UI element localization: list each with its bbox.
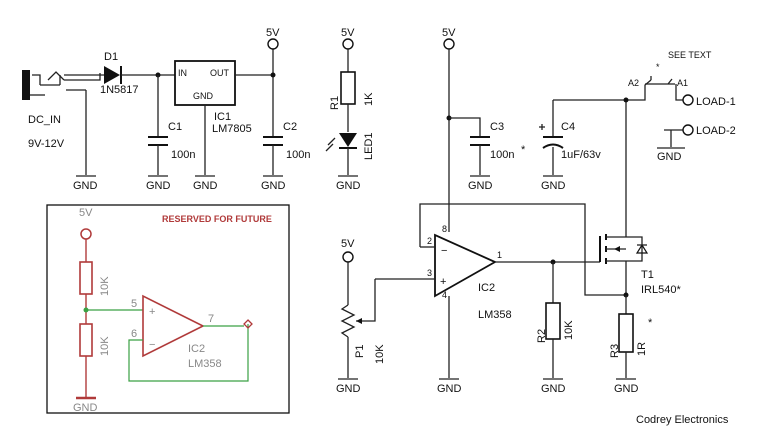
reserved-minus: −: [149, 339, 155, 351]
ic2-pin-2: 2: [427, 236, 432, 246]
supply-5v-label: 5V: [341, 27, 355, 39]
reserved-gnd-label: GND: [73, 402, 98, 414]
t1-part: IRL540*: [641, 284, 681, 296]
see-text-star: *: [656, 62, 660, 72]
load-terminals: [553, 76, 694, 232]
c2-val: 100n: [286, 149, 310, 161]
ic2-pin-3: 3: [427, 268, 432, 278]
c4-ref: C4: [561, 121, 575, 133]
c3-ref: C3: [490, 121, 504, 133]
gnd-label: GND: [336, 180, 361, 192]
supply-5v-label: 5V: [341, 238, 355, 250]
load1-label: LOAD-1: [696, 96, 736, 108]
r2-ref: R2: [536, 329, 548, 343]
a1-label: A1: [677, 78, 688, 88]
op-plus: +: [440, 276, 446, 288]
p1-val: 10K: [374, 344, 386, 364]
capacitor-c2: [263, 38, 283, 177]
capacitor-c1: [148, 75, 168, 177]
regulator-ic1: [174, 60, 273, 177]
gnd-label: GND: [657, 151, 682, 163]
gnd-label: GND: [193, 180, 218, 192]
c1-ref: C1: [168, 121, 182, 133]
supply-5v-label: 5V: [442, 27, 456, 39]
reserved-ic-part: LM358: [188, 358, 222, 370]
c3-note: *: [521, 144, 526, 156]
gnd-label: GND: [437, 383, 462, 395]
r3-val: 1R: [636, 342, 648, 356]
reserved-pin-5: 5: [131, 298, 137, 310]
potentiometer-p1: [338, 251, 376, 380]
reserved-pin-6: 6: [131, 328, 137, 340]
ic1-out-pin: OUT: [210, 68, 230, 78]
dc-in-label: DC_IN: [28, 114, 61, 126]
credit-label: Codrey Electronics: [636, 414, 729, 426]
resistor-r2: [543, 262, 563, 380]
ic2-pin-4: 4: [442, 290, 447, 300]
resistor-r1: [340, 38, 356, 132]
reserved-ic-ref: IC2: [188, 343, 205, 355]
r1-val: 1K: [363, 92, 375, 106]
ic2-pin-8: 8: [442, 224, 447, 234]
a2-label: A2: [628, 78, 639, 88]
ic1-gnd-pin: GND: [193, 91, 214, 101]
ic2-ref: IC2: [478, 282, 495, 294]
reserved-section: RESERVED FOR FUTURE: [46, 204, 290, 414]
ic2-part: LM358: [478, 309, 512, 321]
led1-ref: LED1: [363, 132, 375, 160]
reserved-r-top-val: 10K: [99, 276, 111, 296]
c4-val: 1uF/63v: [561, 149, 601, 161]
reserved-r-bot-val: 10K: [99, 336, 111, 356]
gnd-label: GND: [73, 180, 98, 192]
op-amp-supply: [443, 38, 490, 232]
gnd-label: GND: [336, 383, 361, 395]
d1-part: 1N5817: [100, 84, 139, 96]
c2-ref: C2: [283, 121, 297, 133]
r2-val: 10K: [563, 320, 575, 340]
r1-ref: R1: [329, 96, 341, 110]
resistor-r3: [616, 295, 636, 380]
op-amp-ic2: [375, 203, 626, 380]
reserved-5v-label: 5V: [79, 207, 93, 219]
op-minus: −: [441, 245, 447, 257]
capacitor-c4: [539, 100, 564, 177]
gnd-label: GND: [614, 383, 639, 395]
t1-ref: T1: [641, 269, 654, 281]
p1-ref: P1: [354, 345, 366, 358]
mosfet-t1: [599, 232, 649, 298]
gnd-label: GND: [541, 180, 566, 192]
supply-5v-label: 5V: [266, 27, 280, 39]
ic2-pin-1: 1: [497, 250, 502, 260]
reserved-pin-7: 7: [208, 313, 214, 325]
load2-label: LOAD-2: [696, 125, 736, 137]
c3-val: 100n: [490, 149, 514, 161]
vin-range-label: 9V-12V: [28, 138, 65, 150]
gnd-label: GND: [468, 180, 493, 192]
d1-ref: D1: [104, 51, 118, 63]
r3-ref: R3: [609, 344, 621, 358]
reserved-title: RESERVED FOR FUTURE: [162, 214, 272, 224]
ic1-ref: IC1: [214, 111, 231, 123]
ic1-in-pin: IN: [178, 68, 187, 78]
c1-val: 100n: [171, 149, 195, 161]
reserved-plus: +: [149, 306, 155, 318]
gnd-label: GND: [261, 180, 286, 192]
r3-note: *: [648, 317, 653, 329]
gnd-label: GND: [146, 180, 171, 192]
see-text-label: SEE TEXT: [668, 50, 712, 60]
gnd-label: GND: [541, 383, 566, 395]
ic1-part: LM7805: [212, 123, 252, 135]
led1: [325, 133, 358, 177]
